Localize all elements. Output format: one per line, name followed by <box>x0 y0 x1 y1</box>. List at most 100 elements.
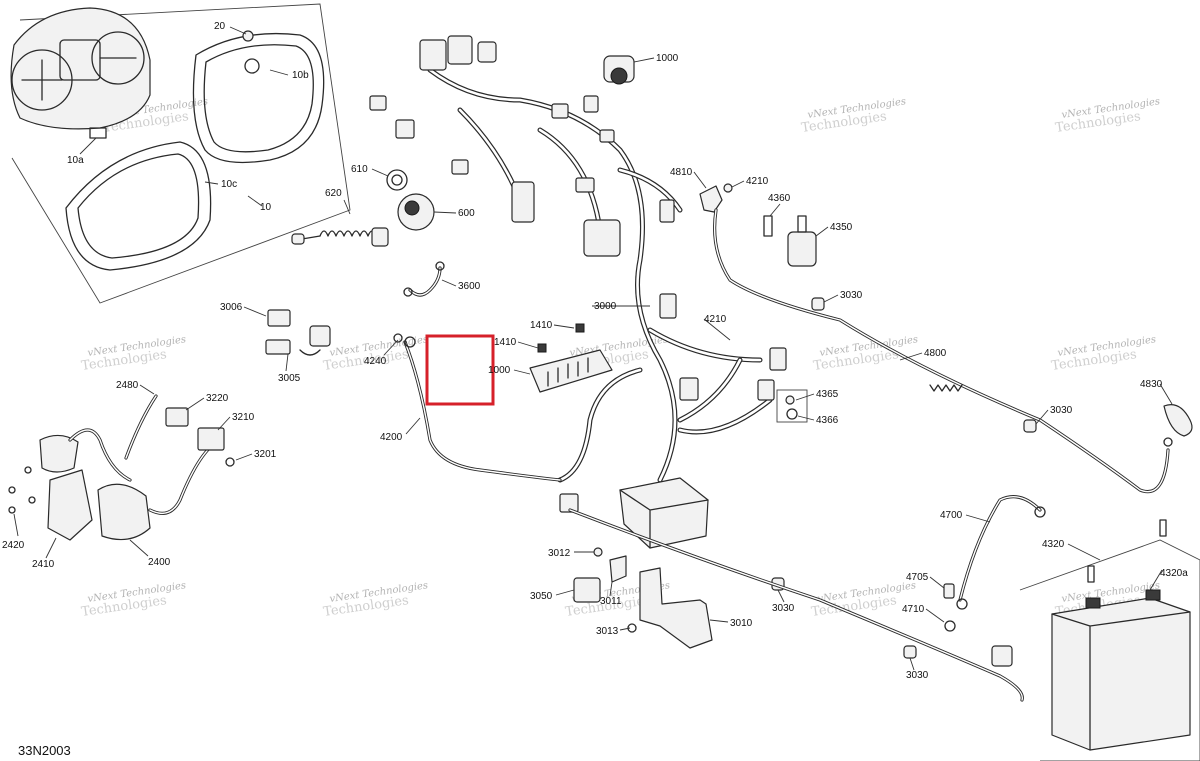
grommet-3030-a <box>811 297 825 311</box>
callout-2400: 2400 <box>148 557 171 568</box>
fuse-box <box>619 477 709 549</box>
callout-3030-b: 3030 <box>1050 405 1073 416</box>
watermark: vNext Technologies Technologies <box>812 334 918 374</box>
tether-cord <box>291 227 389 247</box>
callout-10b: 10b <box>292 70 309 81</box>
callout-3005: 3005 <box>278 373 301 384</box>
clip-3011 <box>609 555 627 583</box>
callout-4210-top: 4210 <box>746 176 769 187</box>
bracket-3010 <box>639 567 713 649</box>
callout-1000-top: 1000 <box>656 53 679 64</box>
callout-10: 10 <box>260 202 272 213</box>
grommet-3030-d <box>903 645 917 659</box>
watermark: vNext Technologies Technologies <box>80 580 186 620</box>
callout-3600: 3600 <box>458 281 481 292</box>
callout-3210: 3210 <box>232 412 255 423</box>
screws-2420 <box>8 466 36 514</box>
nut <box>242 30 254 42</box>
battery-kit-frame <box>1019 539 1200 761</box>
connector-3210 <box>197 427 225 451</box>
callout-4365: 4365 <box>816 389 839 400</box>
callout-4200: 4200 <box>380 432 403 443</box>
nut-1410-a <box>575 323 585 333</box>
callout-2410: 2410 <box>32 559 55 570</box>
nut-4365 <box>785 395 795 405</box>
callout-3030-c: 3030 <box>772 603 795 614</box>
voltage-regulator <box>529 349 613 393</box>
callout-3030-d: 3030 <box>906 670 929 681</box>
callout-3012: 3012 <box>548 548 571 559</box>
callout-4210-mid: 4210 <box>704 314 727 325</box>
handlebar-switch-right <box>97 483 151 541</box>
ring-610-inner <box>391 174 403 186</box>
callout-1410-b: 1410 <box>494 337 517 348</box>
callout-1000-mid: 1000 <box>488 365 511 376</box>
callout-3220: 3220 <box>206 393 229 404</box>
gauge-cluster <box>10 7 151 139</box>
callout-2420: 2420 <box>2 540 25 551</box>
switch-harness-right <box>148 438 222 515</box>
screw-3201 <box>225 457 235 467</box>
callout-4705: 4705 <box>906 572 929 583</box>
switch-3006 <box>267 309 291 327</box>
callout-20: 20 <box>214 21 226 32</box>
sensor-4350 <box>787 215 817 267</box>
callout-620: 620 <box>325 188 342 199</box>
harness-connectors <box>369 35 787 513</box>
key-switch <box>397 193 435 231</box>
callout-4810: 4810 <box>670 167 693 178</box>
callout-3000: 3000 <box>594 301 617 312</box>
washer-4366 <box>786 408 798 420</box>
bolt-4705 <box>943 583 955 599</box>
callout-4710: 4710 <box>902 604 925 615</box>
watermarks: vNext Technologies Technologies vNext Te… <box>80 96 1160 620</box>
battery <box>1051 589 1191 751</box>
gauge-bezel <box>192 32 325 164</box>
bolt-4320-b <box>1159 519 1167 537</box>
connector-3005 <box>299 325 331 356</box>
nut-1410-b <box>537 343 547 353</box>
callout-4366: 4366 <box>816 415 839 426</box>
ring-610 <box>386 169 408 191</box>
callout-4320a: 4320a <box>1160 568 1188 579</box>
watermark: vNext Technologies Technologies <box>80 334 186 374</box>
watermark: vNext Technologies Technologies <box>322 580 428 620</box>
callout-3050: 3050 <box>530 591 553 602</box>
kit-4365-frame <box>776 389 808 423</box>
callout-10c: 10c <box>221 179 237 190</box>
leader-lines <box>13 26 1173 671</box>
callout-3201: 3201 <box>254 449 277 460</box>
connector-4320-plug <box>991 645 1013 667</box>
diagram-id: 33N2003 <box>18 743 71 758</box>
callout-3013: 3013 <box>596 626 619 637</box>
connector-3220 <box>165 407 189 427</box>
ground-cable <box>408 266 442 297</box>
hose-2480 <box>124 394 158 460</box>
callout-3011: 3011 <box>600 596 622 607</box>
callout-4320: 4320 <box>1042 539 1065 550</box>
bolt-4320 <box>1087 565 1095 583</box>
callout-3010: 3010 <box>730 618 753 629</box>
connector-4810 <box>699 185 723 213</box>
callout-2480: 2480 <box>116 380 139 391</box>
callout-4830: 4830 <box>1140 379 1163 390</box>
watermark: vNext Technologies Technologies <box>1054 96 1160 136</box>
callout-3006: 3006 <box>220 302 243 313</box>
callout-4800: 4800 <box>924 348 947 359</box>
ignition-switch <box>603 55 635 85</box>
callout-610: 610 <box>351 164 368 175</box>
highlight-box <box>425 334 495 406</box>
washer-4710 <box>944 620 956 632</box>
terminals-3005 <box>265 339 291 355</box>
grommet-3030-b <box>1023 419 1037 433</box>
relay-3050 <box>573 577 601 603</box>
callout-4350: 4350 <box>830 222 853 233</box>
watermark: vNext Technologies Technologies <box>1050 334 1156 374</box>
nut-3012 <box>593 547 603 557</box>
callout-4360: 4360 <box>768 193 791 204</box>
callout-3030-a: 3030 <box>840 290 863 301</box>
gauge-lens <box>65 141 212 271</box>
watermark: vNext Technologies Technologies <box>800 96 906 136</box>
screw-4360 <box>763 215 773 237</box>
